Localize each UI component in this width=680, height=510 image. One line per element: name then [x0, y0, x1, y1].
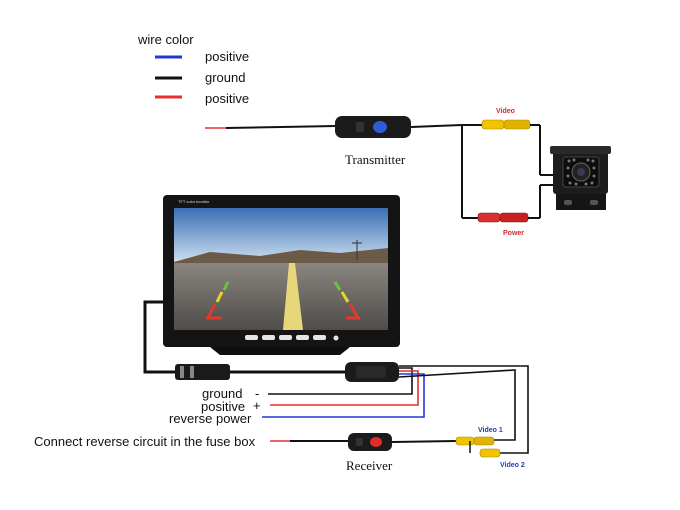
road-screen-icon	[174, 208, 388, 330]
rear-camera-icon	[550, 146, 611, 210]
monitor-title: TFT color monitor	[178, 199, 210, 204]
reverse-power-wire	[262, 374, 424, 417]
wire-labels: ground - positive + reverse power Connec…	[34, 386, 261, 449]
positive-sign: +	[253, 398, 261, 413]
reverse-circuit-note: Connect reverse circuit in the fuse box	[34, 434, 256, 449]
legend-label-ground: ground	[205, 70, 245, 85]
video-label: Video	[496, 108, 515, 115]
wire-color-legend: wire color positive ground positive	[137, 32, 249, 106]
video1-connector	[456, 437, 474, 445]
video2-label: Video 2	[500, 462, 525, 469]
power-label: Power	[503, 230, 524, 237]
video2-connector	[480, 449, 500, 457]
legend-label-positive-blue: positive	[205, 49, 249, 64]
transmitter-input-wire	[226, 126, 336, 128]
receiver-label: Receiver	[346, 458, 393, 473]
receiver-assembly: Receiver Video 1 Video 2	[270, 427, 525, 473]
receiver-button-icon	[370, 437, 382, 447]
transmitter-button-icon	[373, 121, 387, 133]
power-connector	[478, 213, 500, 222]
reverse-power-label: reverse power	[169, 411, 252, 426]
transmitter-label: Transmitter	[345, 152, 406, 167]
monitor: TFT color monitor	[163, 195, 400, 355]
legend-label-positive-red: positive	[205, 91, 249, 106]
video-connector	[482, 120, 504, 129]
video1-label: Video 1	[478, 427, 503, 434]
legend-title: wire color	[137, 32, 194, 47]
